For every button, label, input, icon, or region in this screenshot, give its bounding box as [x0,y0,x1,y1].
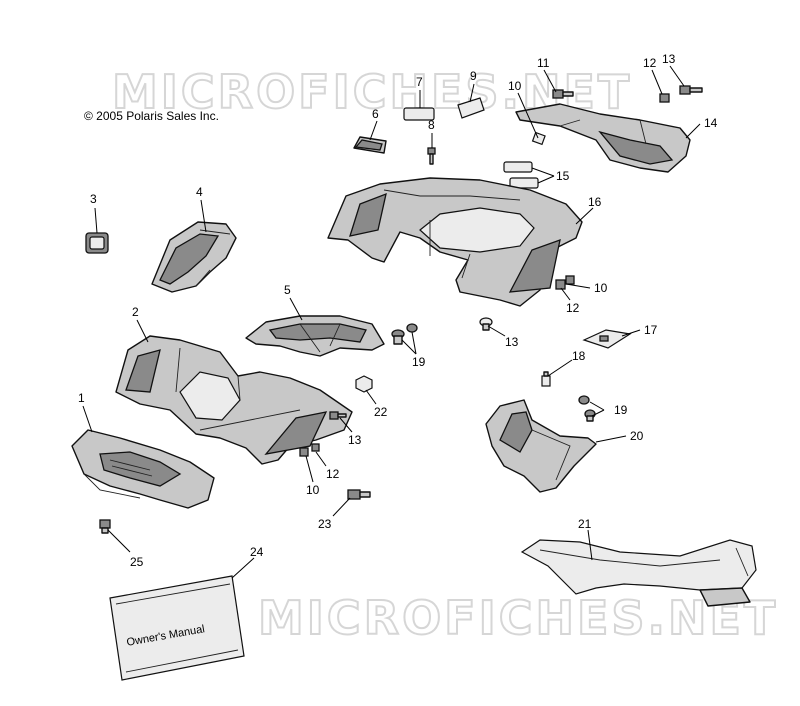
part-13-bolt-lower [329,411,347,420]
callout-13-top: 13 [662,52,676,66]
part-13-rivet-mid [479,317,493,331]
part-19-fasteners-lower [578,395,596,422]
callout-23: 23 [318,517,332,531]
part-2-front-fender [115,335,353,465]
callout-12-rear: 12 [566,301,580,315]
part-8-screw [427,147,436,165]
callout-5: 5 [284,283,291,297]
copyright-text: © 2005 Polaris Sales Inc. [84,109,219,123]
part-15-reflectors [503,161,539,189]
part-17-bracket [582,329,632,349]
callout-8: 8 [428,118,435,132]
part-3-switch [85,232,109,254]
callout-17: 17 [644,323,658,337]
callout-10-top: 10 [508,79,522,93]
callout-10-rear: 10 [594,281,608,295]
part-1-front-grille [71,429,215,509]
part-12-nut-top [659,93,670,103]
callout-24: 24 [250,545,264,559]
callout-14: 14 [704,116,718,130]
part-16-rear-fender [327,177,583,307]
callout-2: 2 [132,305,139,319]
callout-13-lower: 13 [348,433,362,447]
callout-19-lower: 19 [614,403,628,417]
callout-12-top: 12 [643,56,657,70]
watermark-bottom: MICROFICHES.NET [258,591,778,645]
part-14-rear-trim [515,103,691,173]
callout-16: 16 [588,195,602,209]
part-4-headlight-pod [151,221,237,293]
part-9-reflector [457,97,485,119]
callout-19-upper: 19 [412,355,426,369]
part-11-bolt [552,89,574,99]
part-10-12-fasteners-front [299,443,320,457]
part-13-bolt-top [679,85,703,95]
part-24-owners-manual: Owner's Manual [109,575,245,681]
callout-4: 4 [196,185,203,199]
leader-lines [82,65,701,579]
part-23-bolt [347,489,371,500]
part-7-reflector [403,107,435,121]
callout-22: 22 [374,405,388,419]
callout-21: 21 [578,517,592,531]
callout-6: 6 [372,107,379,121]
part-20-footwell [485,399,597,493]
part-22-clip [355,375,373,393]
callout-25: 25 [130,555,144,569]
callout-numbers: 1 2 3 4 5 6 7 8 9 10 11 12 13 14 15 16 1… [78,52,718,569]
callout-18: 18 [572,349,586,363]
part-18-screw [541,371,551,387]
part-6-lens [353,136,387,154]
callout-13-mid: 13 [505,335,519,349]
callout-10-front: 10 [306,483,320,497]
callout-20: 20 [630,429,644,443]
callout-11: 11 [537,56,550,70]
callout-12-front: 12 [326,467,340,481]
callout-1: 1 [78,391,85,405]
part-10-12-fasteners-rear [555,275,575,290]
callout-7: 7 [416,75,423,89]
callout-3: 3 [90,192,97,206]
callout-9: 9 [470,69,477,83]
part-21-seat [520,539,757,607]
callout-15: 15 [556,169,570,183]
part-5-front-panel [245,315,385,357]
